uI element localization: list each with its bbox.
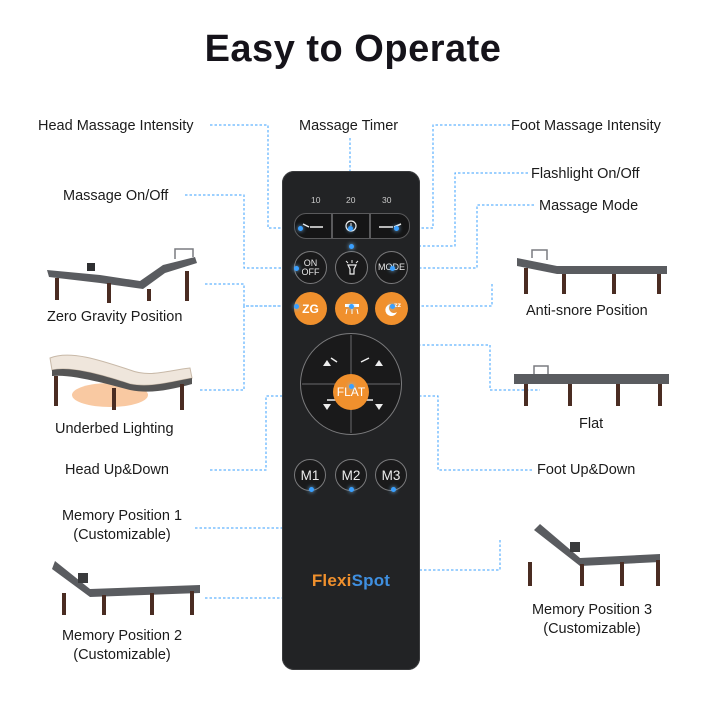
label-head-massage-intensity: Head Massage Intensity [38, 118, 194, 134]
label-massage-on-off: Massage On/Off [63, 188, 169, 204]
timer-tick-30: 30 [382, 195, 392, 205]
label-memory1-title: Memory Position 1 [61, 508, 183, 524]
label-memory2-sub: (Customizable) [73, 647, 171, 663]
indicator-dot [294, 266, 299, 271]
label-memory2: Memory Position 2 (Customizable) [52, 627, 192, 665]
svg-text:zz: zz [394, 302, 401, 309]
off-label: OFF [301, 266, 320, 277]
bed-flat-image [514, 365, 669, 406]
timer-tick-20: 20 [346, 195, 356, 205]
memory-2-button[interactable]: M2 [335, 459, 367, 491]
indicator-dot [294, 304, 299, 309]
zero-gravity-button[interactable]: ZG [294, 292, 327, 325]
foot-up-icon [360, 357, 383, 366]
label-flashlight: Flashlight On/Off [531, 166, 640, 182]
bed-memory2-image [52, 561, 200, 615]
label-foot-massage-intensity: Foot Massage Intensity [511, 118, 661, 134]
bed-memory3-image [528, 524, 660, 586]
leader-massage-on-off [185, 194, 296, 269]
foot-up-button[interactable] [357, 352, 387, 376]
head-massage-icon [302, 223, 323, 228]
moon-zz-icon: zz [384, 302, 401, 316]
indicator-dot [349, 487, 354, 492]
bed-anti-snore-image [517, 249, 667, 294]
label-memory1-sub: (Customizable) [73, 527, 171, 543]
indicator-dot [390, 304, 395, 309]
head-up-icon [323, 357, 338, 366]
label-memory3: Memory Position 3 (Customizable) [522, 601, 662, 639]
indicator-dot [349, 384, 354, 389]
indicator-dot [309, 487, 314, 492]
flashlight-button[interactable] [335, 251, 368, 284]
indicator-dot [390, 266, 395, 271]
brand-logo-part2: Spot [351, 571, 391, 590]
timer-icon [345, 220, 357, 232]
page-title: Easy to Operate [204, 28, 502, 70]
label-foot-up-down: Foot Up&Down [537, 462, 636, 478]
memory-3-button[interactable]: M3 [375, 459, 407, 491]
indicator-dot [298, 226, 303, 231]
bed-underbed-lighting-image [49, 354, 193, 410]
label-head-up-down: Head Up&Down [65, 462, 169, 478]
leader-head-up-down [210, 369, 315, 471]
label-anti-snore: Anti-snore Position [526, 303, 648, 319]
label-memory2-title: Memory Position 2 [61, 628, 183, 644]
label-massage-timer: Massage Timer [299, 118, 399, 134]
label-massage-mode: Massage Mode [539, 198, 639, 214]
on-label: ON [303, 257, 318, 268]
memory-1-button[interactable]: M1 [294, 459, 326, 491]
indicator-dot [349, 304, 354, 309]
label-memory1: Memory Position 1 (Customizable) [52, 507, 192, 545]
flashlight-icon [345, 259, 358, 275]
head-up-button[interactable] [317, 352, 347, 376]
label-underbed-lighting: Underbed Lighting [55, 421, 174, 437]
foot-massage-icon [379, 223, 402, 228]
label-memory3-title: Memory Position 3 [531, 602, 653, 618]
leader-foot-up-down [388, 369, 532, 471]
label-flat: Flat [579, 416, 604, 432]
indicator-dot [391, 487, 396, 492]
indicator-dot [394, 226, 399, 231]
leader-massage-mode [392, 204, 534, 269]
bed-zero-gravity-image [47, 248, 197, 303]
timer-tick-10: 10 [311, 195, 321, 205]
foot-massage-intensity-button[interactable] [370, 213, 410, 239]
brand-logo-part1: Flexi [311, 571, 352, 590]
indicator-dot [349, 244, 354, 249]
brand-logo: FlexiSpot [282, 571, 420, 591]
label-zero-gravity: Zero Gravity Position [47, 309, 183, 325]
flat-button[interactable]: FLAT [333, 374, 369, 410]
label-memory3-sub: (Customizable) [543, 621, 641, 637]
indicator-dot [348, 226, 353, 231]
